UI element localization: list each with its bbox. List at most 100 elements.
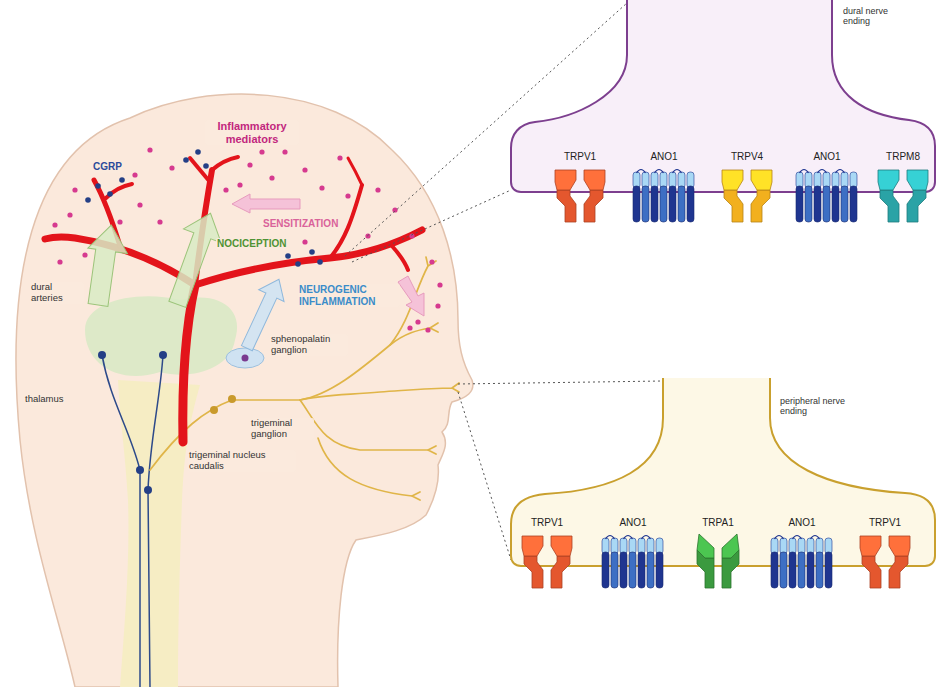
process-label: NOCICEPTION: [216, 238, 287, 250]
channel-segment: [656, 552, 663, 588]
mediator-dot: [223, 187, 228, 192]
mediator-dot: [147, 147, 152, 152]
subunit-body: [724, 190, 743, 222]
channel-loop: [811, 536, 820, 540]
mediator-dot: [259, 149, 264, 154]
subunit-body: [907, 190, 926, 222]
channel-segment: [629, 552, 636, 588]
subunit-cap: [860, 536, 881, 556]
neuron-dot: [159, 351, 167, 359]
channel-subunit: [522, 536, 543, 588]
channel-icon: [683, 532, 753, 592]
ion-channel: ANO1: [629, 146, 699, 226]
nerve-ending-inset: dural nerve endingTRPV1ANO1TRPV4ANO1TRPM…: [505, 0, 941, 225]
channel-segment: [814, 172, 821, 188]
channel-segment: [841, 186, 848, 222]
channel-segment: [823, 186, 830, 222]
ion-channel: TRPV4: [712, 146, 782, 226]
sensitization-arrow: [398, 276, 424, 316]
channel-segment: [832, 172, 839, 188]
channel-loop: [793, 536, 802, 540]
channel-segment: [841, 172, 848, 188]
channel-icon: [512, 532, 582, 592]
inset-title: peripheral nerve ending: [780, 396, 860, 417]
subunit-body: [880, 190, 899, 222]
channel-subunit: [697, 534, 714, 588]
cgrp-dots: [85, 149, 323, 267]
mediator-dot: [247, 162, 252, 167]
channel-segment: [656, 538, 663, 554]
subunit-cap: [878, 170, 899, 190]
process-label: SENSITIZATION: [262, 218, 339, 230]
subunit-body: [889, 556, 908, 588]
channel-name: ANO1: [619, 517, 646, 529]
mediator-dot: [437, 282, 442, 287]
channel-segment: [629, 538, 636, 554]
artery: [392, 246, 408, 270]
subunit-cap: [751, 170, 772, 190]
channel-segment: [816, 552, 823, 588]
channel-segment: [669, 172, 676, 188]
channel-loop: [775, 536, 784, 540]
mediator-dot: [319, 185, 324, 190]
part-label: thalamus: [24, 394, 65, 405]
mediator-dot: [415, 319, 420, 324]
cgrp-dot: [203, 163, 209, 169]
channel-loop: [637, 170, 646, 174]
ion-channel: TRPV1: [545, 146, 615, 226]
mediator-dot: [337, 155, 342, 160]
mediator-dot: [407, 325, 412, 330]
mediator-dot: [425, 327, 430, 332]
channel-segment: [796, 172, 803, 188]
artery: [212, 157, 238, 170]
artery: [106, 184, 132, 198]
channel-loop: [606, 536, 615, 540]
label-anchor: SENSITIZATION: [262, 213, 339, 231]
cgrp-dot: [183, 157, 189, 163]
ion-channel: ANO1: [792, 146, 862, 226]
nerve-branch: [430, 323, 438, 332]
channel-subunit: [722, 534, 739, 588]
subunit-cap: [722, 534, 739, 558]
ion-channel: TRPA1: [683, 512, 753, 592]
channel-segment: [678, 172, 685, 188]
mediator-dot: [132, 172, 137, 177]
ion-channel: TRPM8: [868, 146, 938, 226]
channel-name: ANO1: [650, 151, 677, 163]
cgrp-dot: [95, 183, 101, 189]
cgrp-dot: [107, 191, 113, 197]
channel-segment: [669, 186, 676, 222]
brainstem: [118, 380, 200, 687]
channel-segment: [798, 552, 805, 588]
channel-segment: [611, 538, 618, 554]
mediator-dot: [409, 233, 414, 238]
text-anchor: peripheral nerve ending: [780, 396, 860, 417]
channel-segment: [642, 172, 649, 188]
channel-segment: [620, 552, 627, 588]
mediator-dot: [72, 187, 77, 192]
ion-channel: ANO1: [598, 512, 668, 592]
cgrp-dot: [85, 197, 91, 203]
label-anchor: sphenopalatin ganglion: [270, 334, 348, 356]
ion-channel: ANO1: [767, 512, 837, 592]
channel-icon: [598, 532, 668, 592]
nerve-branch: [300, 383, 459, 400]
channel-name: ANO1: [813, 151, 840, 163]
part-label: dural arteries: [30, 282, 84, 304]
cgrp-dot: [295, 261, 301, 267]
zoom-line: [352, 190, 511, 262]
channel-segment: [807, 538, 814, 554]
label-anchor: thalamus: [24, 388, 65, 406]
channel-name: TRPV1: [869, 517, 901, 529]
channel-segment: [771, 538, 778, 554]
mediator-dot: [269, 175, 274, 180]
channel-name: TRPA1: [702, 517, 734, 529]
channel-segment: [850, 186, 857, 222]
nerve-pathway: [148, 355, 163, 687]
channel-loop: [655, 170, 664, 174]
mediator-dot: [282, 149, 287, 154]
subunit-body: [584, 190, 603, 222]
mediator-dot: [82, 252, 87, 257]
subunit-body: [557, 190, 576, 222]
